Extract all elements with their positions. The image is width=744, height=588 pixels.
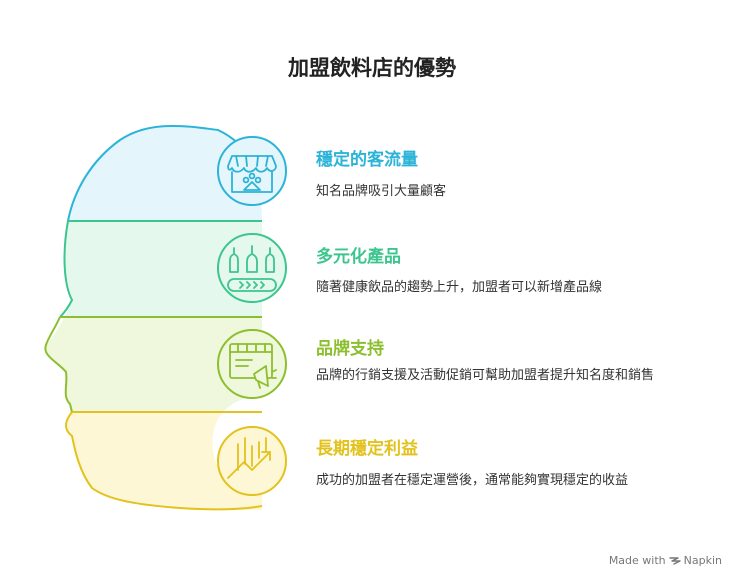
circle-band-2 [217, 233, 287, 303]
section-1-heading: 穩定的客流量 [316, 150, 418, 170]
outline-band-3 [44, 316, 73, 413]
bottles-icon [227, 245, 277, 292]
growth-chart-icon [227, 437, 271, 479]
circle-band-3 [217, 329, 287, 399]
credit-brand: Napkin [683, 554, 722, 567]
section-1-description: 知名品牌吸引大量顧客 [316, 184, 447, 199]
section-3-description: 品牌的行銷支援及活動促銷可幫助加盟者提升知名度和銷售 [316, 368, 655, 383]
outline-band-2 [59, 220, 74, 318]
section-2-heading: 多元化產品 [316, 247, 401, 267]
storefront-icon [227, 155, 277, 193]
section-3-heading: 品牌支持 [316, 339, 384, 359]
credit-prefix: Made with [608, 554, 666, 567]
section-2-description: 隨著健康飲品的趨勢上升，加盟者可以新增產品線 [316, 280, 603, 295]
section-4-description: 成功的加盟者在穩定運營後，通常能夠實現穩定的收益 [316, 473, 629, 488]
section-4-heading: 長期穩定利益 [316, 439, 418, 459]
billboard-megaphone-icon [229, 343, 277, 389]
napkin-logo-icon [668, 556, 681, 565]
made-with-napkin-credit: Made with Napkin [609, 554, 722, 567]
outline-band-4 [65, 411, 263, 511]
diagram-title: 加盟飲料店的優勢 [288, 56, 456, 80]
